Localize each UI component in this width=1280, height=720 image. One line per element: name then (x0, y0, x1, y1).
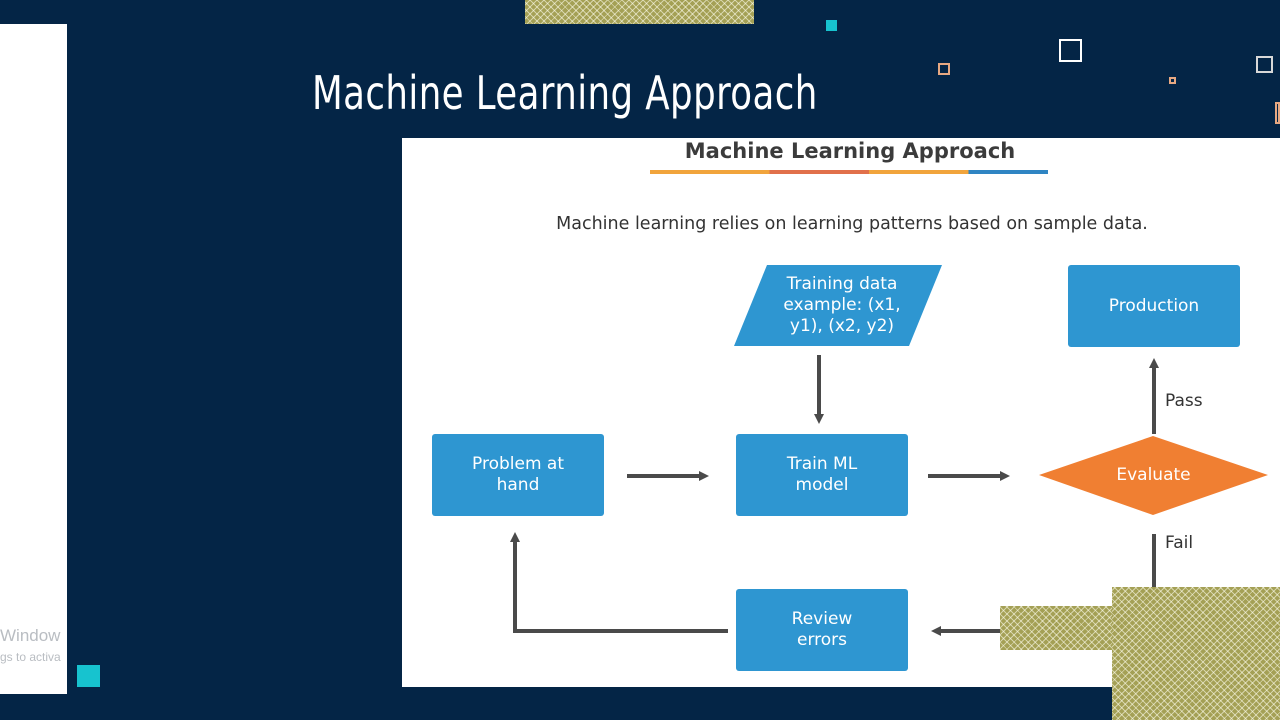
node-review-label: Review errors (791, 609, 853, 650)
teal-square-bottom (77, 665, 100, 687)
node-problem-label: Problem at hand (472, 454, 564, 495)
node-review-errors: Review errors (736, 589, 908, 671)
node-problem-at-hand: Problem at hand (432, 434, 604, 516)
peach-edge-square (1275, 102, 1280, 124)
node-train-ml-model: Train ML model (736, 434, 908, 516)
teal-square-top (826, 20, 837, 31)
diagram-subtitle: Machine learning relies on learning patt… (556, 214, 1148, 234)
outline-square-large (1059, 39, 1082, 62)
node-production: Production (1068, 265, 1240, 347)
node-evaluate-label: Evaluate (1116, 464, 1191, 485)
peach-square-small (1169, 77, 1176, 84)
node-production-label: Production (1108, 295, 1200, 316)
evaluate-shape (1039, 436, 1268, 515)
diagram-title: Machine Learning Approach (684, 139, 1016, 163)
slide-title: Machine Learning Approach (312, 66, 818, 120)
diagram-title-underline (650, 170, 1048, 174)
watermark-line-1: Window (0, 626, 61, 645)
node-evaluate: Evaluate (1082, 455, 1225, 495)
watermark-line-2: gs to activa (0, 650, 61, 664)
peach-square (938, 63, 950, 75)
node-training-data: Training data example: (x1, y1), (x2, y2… (757, 269, 927, 341)
diagram-image: Machine Learning Approach Machine learni… (402, 138, 1280, 687)
node-training-data-label: Training data example: (x1, y1), (x2, y2… (783, 273, 901, 336)
arrow-review-to-problem (510, 532, 728, 633)
flow-arrows (510, 265, 1268, 636)
windows-activation-watermark: Window gs to activa (0, 624, 67, 674)
bottom-hatch-decoration-left (1000, 606, 1113, 650)
bottom-hatch-decoration-right (1112, 587, 1280, 720)
training-data-shape (734, 265, 942, 346)
edge-label-pass: Pass (1165, 391, 1203, 411)
outline-square-right (1256, 56, 1273, 73)
left-panel (0, 24, 67, 694)
edge-label-fail: Fail (1165, 533, 1194, 553)
node-train-label: Train ML model (786, 454, 858, 495)
top-hatch-decoration (525, 0, 754, 24)
